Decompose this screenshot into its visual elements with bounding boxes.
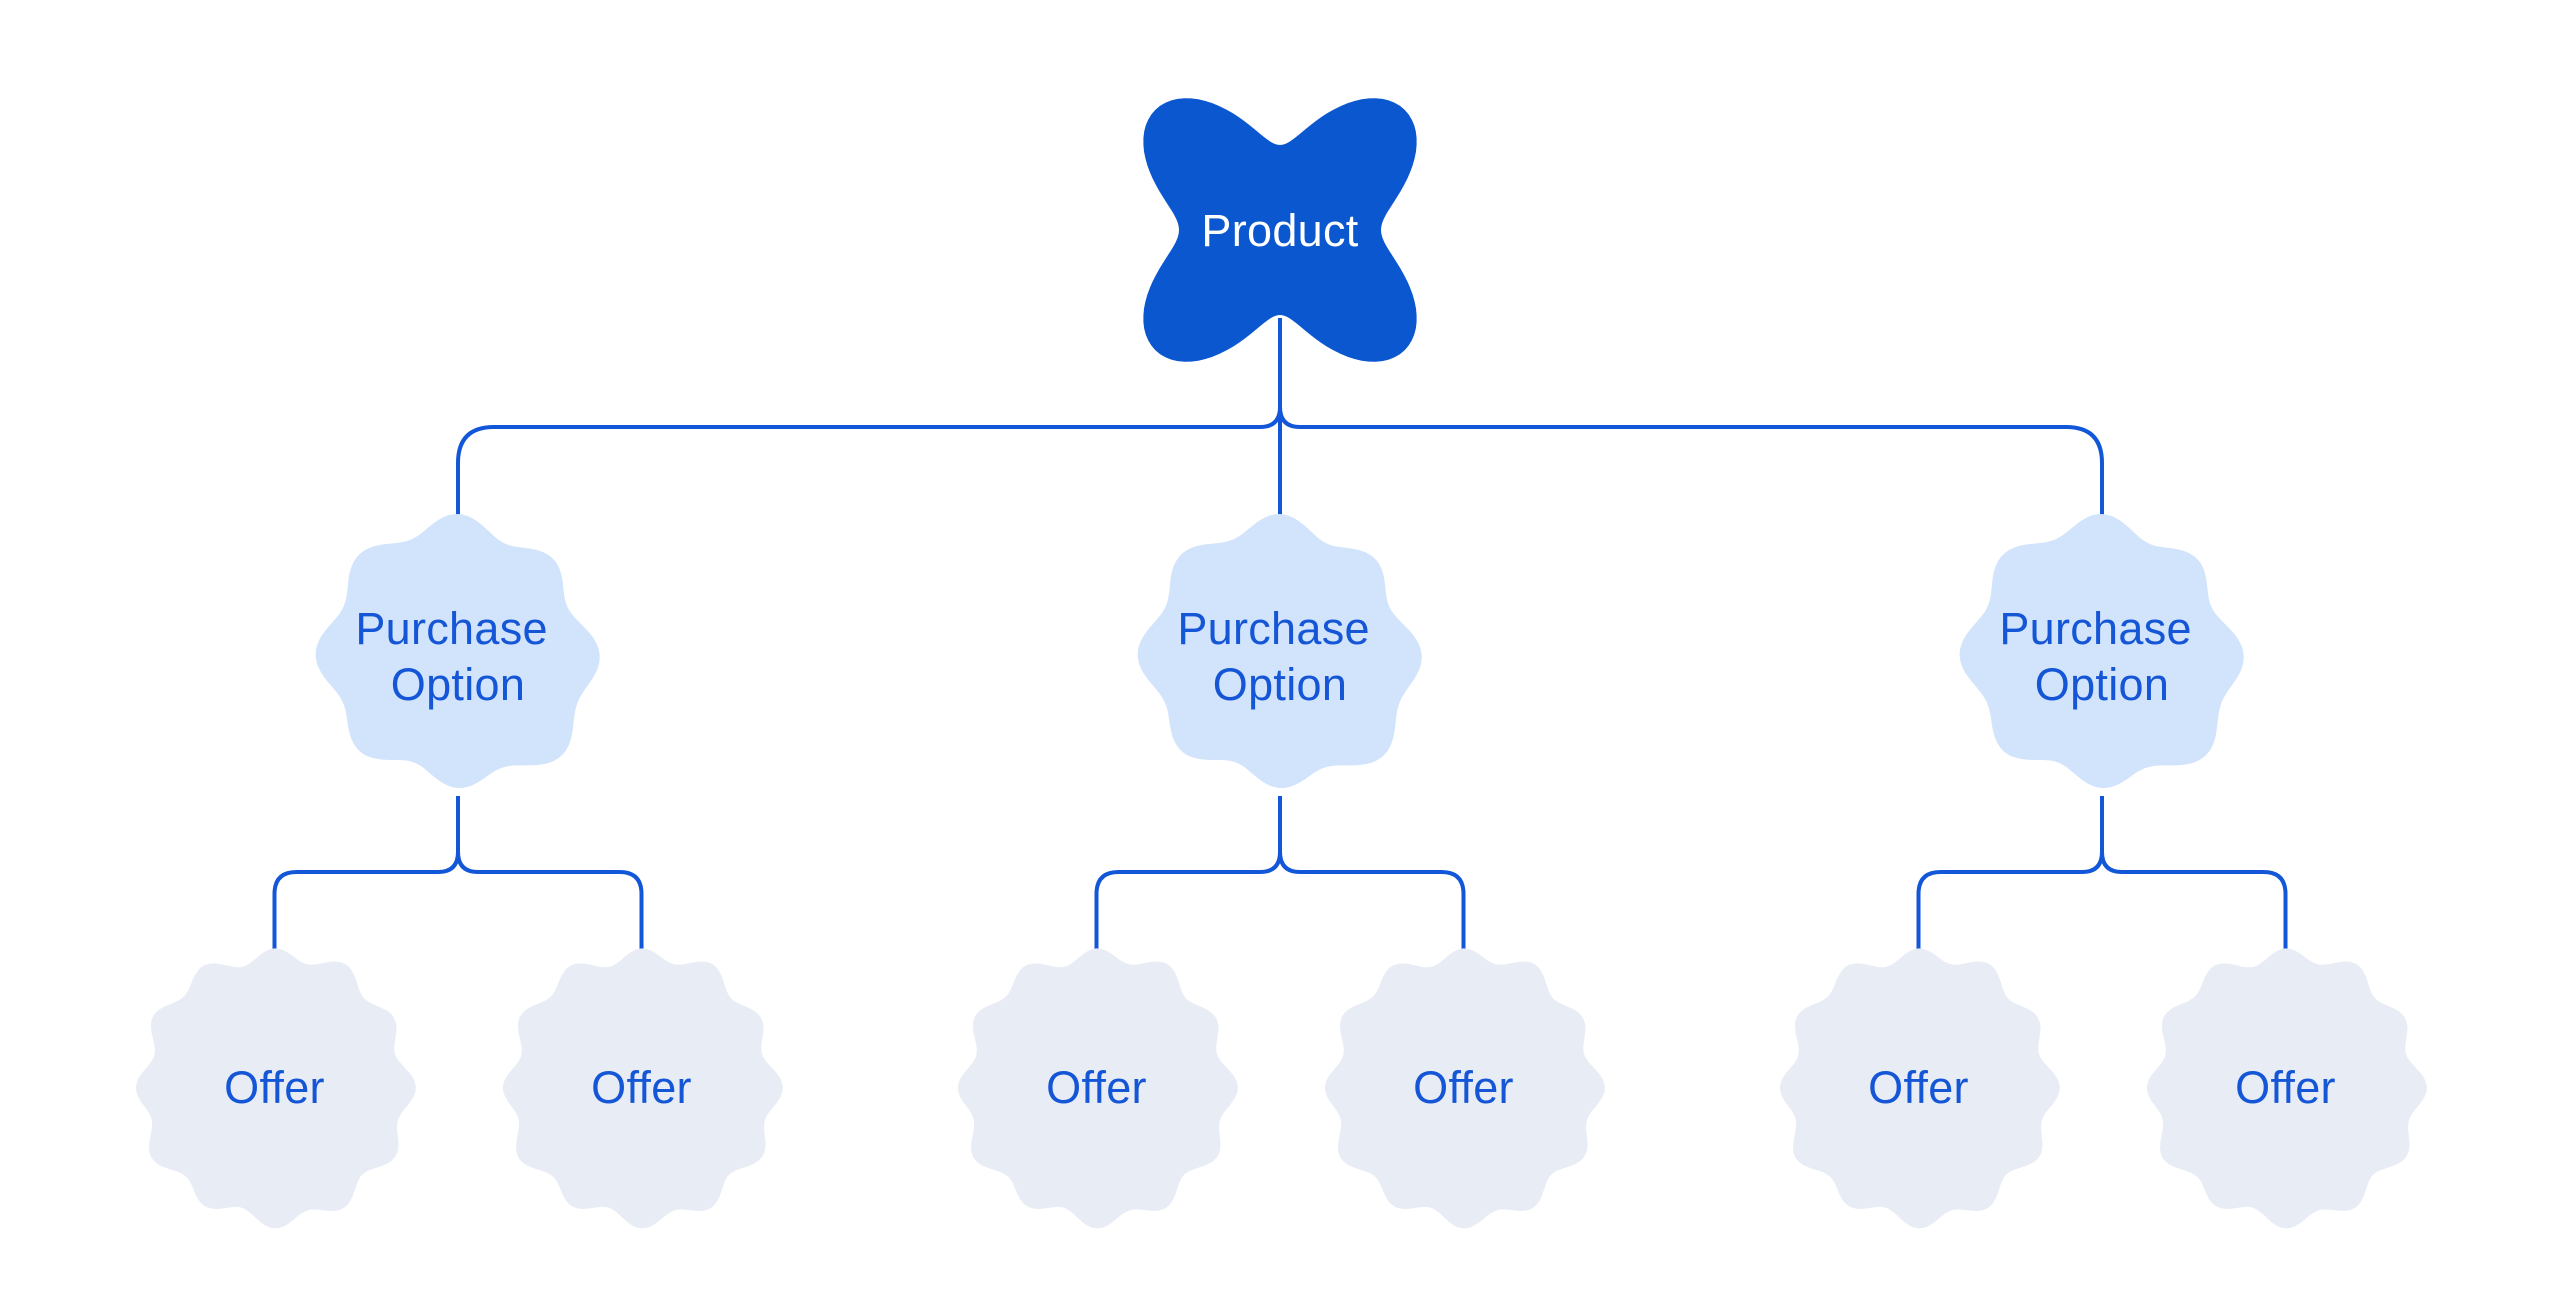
connector-purchase2-to-offer1 — [1094, 796, 1282, 952]
purchase-option-label-line1: Purchase — [1177, 603, 1370, 654]
connector-purchase1-to-offer1 — [272, 796, 460, 952]
offer-label: Offer — [1046, 1062, 1147, 1113]
purchase-option-label-line2: Option — [2035, 659, 2169, 710]
purchase-option-label: Purchase Option — [1999, 603, 2204, 710]
purchase-option-label-line2: Option — [391, 659, 525, 710]
offer-label: Offer — [224, 1062, 325, 1113]
connector-product-to-purchase-left — [456, 406, 1282, 520]
purchase-option-node: Purchase Option — [1137, 514, 1422, 788]
connector-purchase3-to-offer1 — [1916, 796, 2104, 952]
offer-scallop-shape — [2146, 948, 2427, 1229]
offer-node: Offer — [1779, 948, 2060, 1229]
connector-purchase3-to-offer2 — [2100, 796, 2288, 952]
offer-scallop-shape — [1324, 948, 1605, 1229]
product-node: Product — [1143, 98, 1417, 362]
offer-label: Offer — [1413, 1062, 1514, 1113]
purchase-option-cloud-shape — [315, 514, 600, 788]
product-label: Product — [1201, 205, 1358, 256]
purchase-option-label-line1: Purchase — [1999, 603, 2192, 654]
offer-scallop-shape — [1779, 948, 2060, 1229]
offer-node: Offer — [502, 948, 783, 1229]
connector-lines — [272, 318, 2288, 952]
offer-scallop-shape — [502, 948, 783, 1229]
offer-node: Offer — [2146, 948, 2427, 1229]
purchase-option-label: Purchase Option — [1177, 603, 1382, 710]
offer-label: Offer — [591, 1062, 692, 1113]
purchase-option-label: Purchase Option — [355, 603, 560, 710]
connector-product-to-purchase-right — [1278, 406, 2104, 520]
product-clover-shape — [1143, 98, 1417, 362]
offer-node: Offer — [135, 948, 416, 1229]
connector-purchase1-to-offer2 — [456, 796, 644, 952]
purchase-option-node: Purchase Option — [315, 514, 600, 788]
offer-node: Offer — [957, 948, 1238, 1229]
purchase-option-label-line2: Option — [1213, 659, 1347, 710]
offer-label: Offer — [1868, 1062, 1969, 1113]
offer-label: Offer — [2235, 1062, 2336, 1113]
offer-scallop-shape — [135, 948, 416, 1229]
purchase-option-node: Purchase Option — [1959, 514, 2244, 788]
offer-scallop-shape — [957, 948, 1238, 1229]
connector-purchase2-to-offer2 — [1278, 796, 1466, 952]
purchase-option-cloud-shape — [1137, 514, 1422, 788]
purchase-option-cloud-shape — [1959, 514, 2244, 788]
purchase-option-label-line1: Purchase — [355, 603, 548, 654]
offer-node: Offer — [1324, 948, 1605, 1229]
